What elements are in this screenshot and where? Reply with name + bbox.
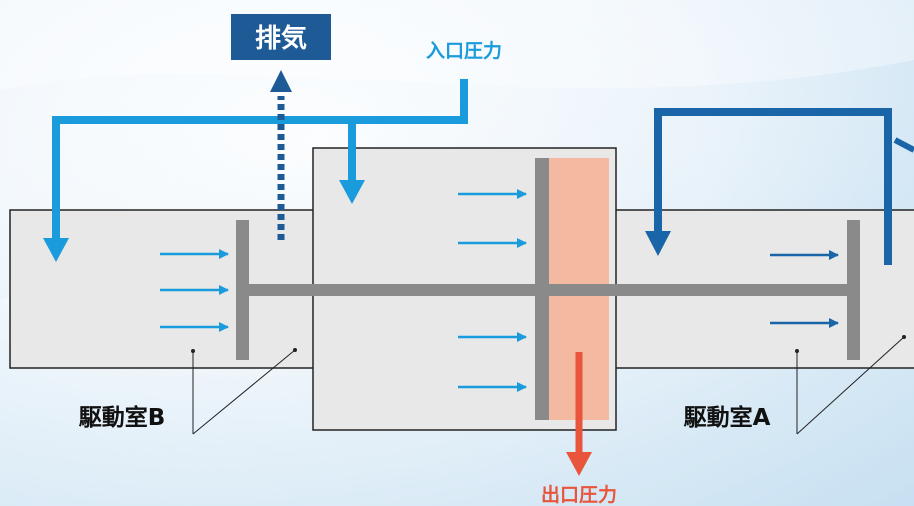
outlet-pressure-label: 出口圧力: [541, 483, 617, 506]
leader-dot-b-1: [191, 349, 195, 353]
outlet-arrow-head: [566, 452, 592, 476]
drive-loop-arrow-head: [645, 231, 671, 256]
exhaust-arrow-head: [270, 70, 292, 92]
inlet-arrow-head-center: [339, 180, 365, 204]
chamber-a-label: 駆動室A: [684, 404, 771, 431]
chamber-b-label: 駆動室B: [79, 404, 166, 431]
leader-chamber-b: [192, 349, 296, 435]
exhaust-label: 排気: [255, 23, 307, 54]
leader-chamber-a: [796, 336, 905, 435]
exhaust-label-box: [231, 14, 331, 60]
leader-dot-a-2: [902, 335, 906, 339]
leader-dot-b-2: [293, 348, 297, 352]
piston-center: [535, 158, 549, 420]
piston-b: [236, 220, 249, 360]
leader-dot-a-1: [795, 349, 799, 353]
inlet-arrow-head-left: [43, 238, 69, 262]
drive-loop-line: [654, 108, 892, 265]
inlet-manifold-line: [52, 79, 468, 243]
background-swoosh-2: [0, 0, 914, 90]
inlet-pressure-label: 入口圧力: [426, 39, 502, 62]
piston-a: [847, 220, 860, 360]
drive-loop-line-exit: [893, 137, 914, 153]
